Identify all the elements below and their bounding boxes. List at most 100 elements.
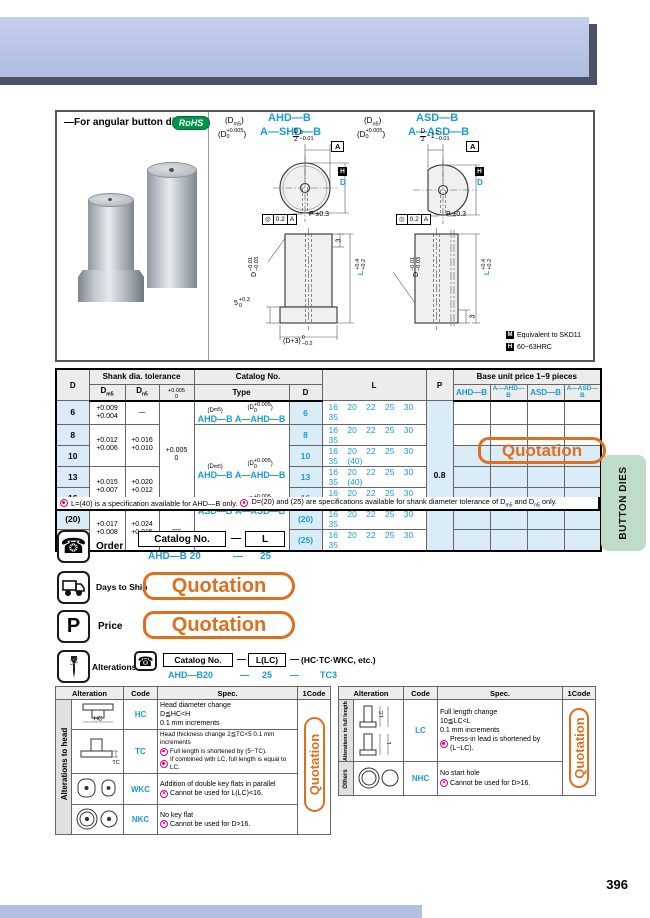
dim-shank-dia: D−0.01−0.03	[247, 257, 260, 277]
h-marker-icon: H	[506, 343, 514, 351]
dim-length: L+0.4+0.2	[480, 258, 493, 276]
col-header-d2: D	[288, 383, 323, 402]
alt-example-dash2: —	[290, 670, 299, 680]
alt-example-dash: —	[240, 670, 249, 680]
col-header-l: L	[321, 368, 427, 402]
top-banner-shadow-right	[589, 24, 597, 77]
price-quotation-stamp: Quotation	[478, 437, 606, 464]
catalog-name: A—SHD—B	[260, 126, 322, 138]
note-icon	[60, 499, 68, 507]
nkc-diagram	[70, 804, 125, 836]
price-quotation-stamp2: Quotation	[143, 611, 295, 639]
days-to-ship-label: Days to Ship	[96, 582, 148, 592]
alt-header-code: Code	[403, 686, 439, 700]
col-header-dn5: Dn5	[124, 383, 160, 402]
col-header-p: P	[425, 368, 454, 402]
hex-base	[78, 270, 144, 302]
prohibit-icon	[160, 820, 169, 829]
dim-p: P ±0.3	[446, 211, 467, 218]
table-footnote: L=(40) is a specification available for …	[55, 497, 600, 511]
fit-label: (Dm5)	[225, 116, 244, 128]
alt-row-wkc: WKC Addition of double key flats in para…	[56, 773, 331, 806]
start-hole-dot	[169, 168, 174, 172]
tc-diagram: TC	[70, 729, 125, 775]
note-icon	[440, 740, 449, 749]
price-label: Price	[98, 621, 123, 632]
alt-header-spec: Spec.	[437, 686, 564, 700]
datum-a: A	[466, 141, 480, 152]
col-header-shank: Shank dia. tolerance	[88, 368, 195, 385]
order-label: Order	[96, 541, 124, 552]
table-row: (20) +0.017 +0.008 +0.024 +0.015 — (20) …	[55, 507, 602, 552]
col-header-catalog: Catalog No.	[193, 368, 323, 385]
alt-header-code: Code	[123, 686, 159, 700]
order-example-catalog: AHD—B 20	[148, 551, 201, 562]
alterations-phone-icon: ☎	[134, 651, 157, 671]
dim-d: D	[477, 178, 483, 187]
rohs-badge: RoHS	[172, 116, 210, 130]
technical-drawing	[266, 144, 480, 340]
group-band: Alterations to full length	[338, 699, 354, 762]
alt-example-catalog: AHD—B20	[168, 670, 214, 680]
truck-icon	[57, 571, 90, 604]
alterations-length-table: Alteration Code Spec. 1Code Alterations …	[337, 686, 597, 796]
alterations-head-table: Alteration Code Spec. 1Code Alterations …	[54, 686, 332, 836]
hardness-marker-icon: H	[338, 167, 347, 176]
alt-stamp-cell: Quotation	[297, 698, 332, 836]
dim-base-dia: (D+3)0−0.2	[283, 335, 313, 348]
alterations-label: Alterations	[92, 662, 137, 672]
start-hole-dot	[108, 198, 112, 201]
alt-row-tc: TC TC Head thickness change 2≦TC<5 0.1 m…	[56, 729, 331, 775]
ship-quotation-stamp: Quotation	[143, 572, 295, 600]
dash: —	[231, 533, 241, 544]
col-header-dm5: Dm5	[88, 383, 126, 402]
dim-chamfer: 3	[335, 238, 343, 243]
price-col-a-asd: A—ASD—B	[563, 383, 602, 402]
datum-a: A	[331, 141, 345, 152]
svg-text:L: L	[387, 741, 393, 744]
l-box: L	[245, 531, 285, 547]
svg-text:LC: LC	[379, 710, 385, 717]
col-header-type: Type	[193, 383, 290, 402]
alt-row-lc: Alterations to full length LC L LC Full …	[338, 699, 597, 796]
group-band: Alterations to head	[55, 698, 72, 836]
alt-row-nkc: NKC No key flat Cannot be used for D>16.	[56, 804, 331, 836]
dash: —	[237, 654, 246, 664]
order-phone-icon: ☎	[57, 530, 90, 563]
product-caption: —For angular button dies—	[64, 117, 196, 128]
prohibit-icon	[160, 789, 169, 798]
side-tab-button-dies: BUTTON DIES	[601, 455, 646, 551]
box-divider	[208, 112, 209, 360]
note-icon	[240, 499, 249, 507]
top-banner-shadow-bottom	[0, 77, 597, 85]
m-marker-icon: M	[506, 331, 514, 339]
price-col-a-ahd: A—AHD—B	[489, 383, 528, 402]
alt-stamp-cell: Quotation	[562, 699, 597, 796]
svg-text:HC: HC	[93, 717, 102, 723]
group-band: Others	[338, 761, 354, 796]
alt-example-code: TC3	[320, 670, 338, 680]
dim-chamfer: 3	[469, 314, 477, 319]
col-header-price: Base unit price 1~9 pieces	[452, 368, 602, 385]
price-p-icon: P	[57, 610, 90, 643]
alt-header-alteration: Alteration	[337, 686, 405, 700]
table-row: 13 +0.015 +0.007 +0.020 +0.012 13 16 20 …	[55, 465, 602, 509]
note-icon	[160, 747, 169, 756]
catalog-name: A—ASD—B	[408, 126, 470, 138]
alt-row-nhc: Others NHC No start hole Cannot be used …	[338, 761, 596, 796]
svg-text:TC: TC	[112, 760, 119, 766]
alt-header-1code: 1Code	[297, 686, 332, 700]
die-cylinder-left	[88, 200, 134, 274]
